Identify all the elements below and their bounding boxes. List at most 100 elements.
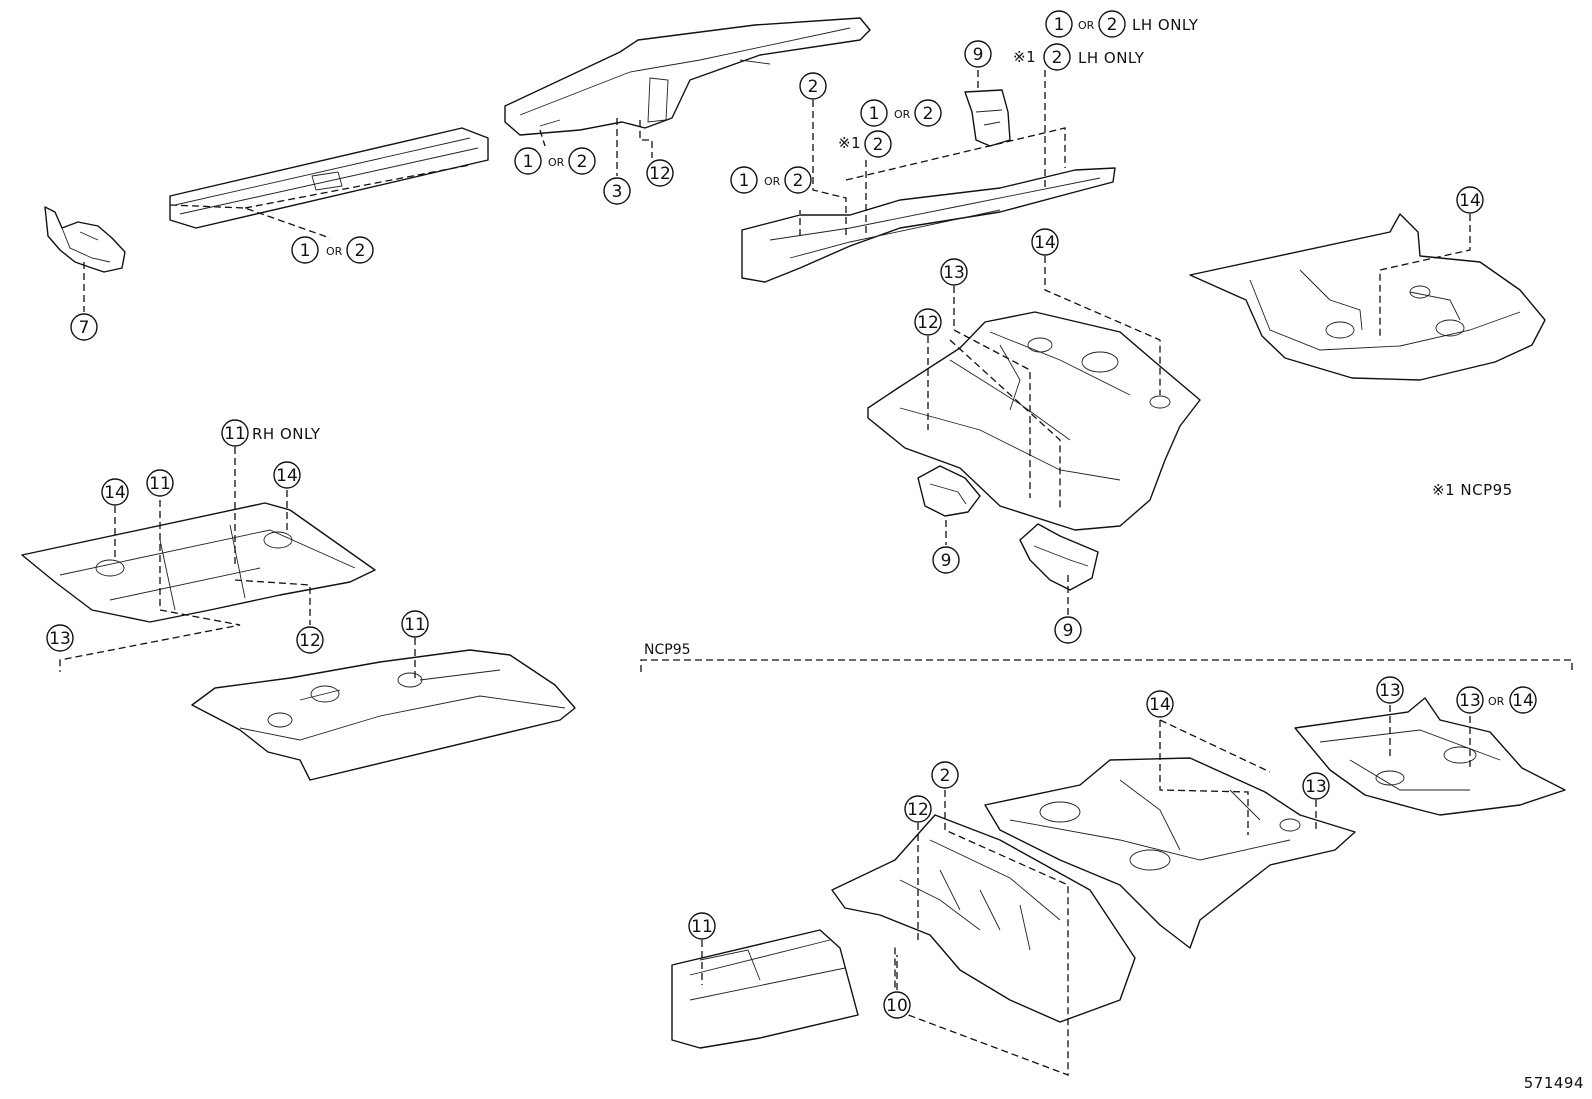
svg-text:1: 1 [523, 152, 534, 172]
diagram-id: 571494 [1524, 1074, 1584, 1092]
or-label: OR [326, 245, 343, 258]
callout-3: 3 [603, 177, 631, 205]
svg-text:1: 1 [300, 241, 311, 261]
note-ncp95: ※1 NCP95 [1432, 481, 1513, 499]
svg-text:2: 2 [793, 171, 804, 191]
svg-text:3: 3 [612, 182, 623, 202]
svg-text:14: 14 [276, 466, 298, 486]
svg-text:2: 2 [940, 766, 951, 786]
svg-text:2: 2 [577, 152, 588, 172]
callout-2: 2 [568, 147, 596, 175]
svg-text:9: 9 [941, 551, 952, 571]
callout-1: 1 [291, 236, 319, 264]
callout-9: 9 [964, 40, 992, 68]
svg-text:2: 2 [1052, 48, 1063, 68]
or-label: OR [894, 108, 911, 121]
callout-14: 14 [1146, 690, 1174, 718]
callout-13: 13 [1456, 686, 1484, 714]
callout-1: 1 [514, 147, 542, 175]
callout-14: 14 [1031, 228, 1059, 256]
callout-13: 13 [1376, 676, 1404, 704]
part-ncp95-rear-floor [1294, 697, 1566, 816]
part-front-floor-pan [21, 502, 376, 623]
svg-text:13: 13 [1379, 681, 1401, 701]
svg-text:2: 2 [808, 77, 819, 97]
or-label: OR [764, 175, 781, 188]
callout-2: 2 [1098, 10, 1126, 38]
callout-14: 14 [1456, 186, 1484, 214]
part-bracket-9-mid-b [1019, 523, 1099, 591]
callout-1: 1 [860, 99, 888, 127]
note-mark: ※1 [1013, 48, 1036, 66]
svg-text:12: 12 [917, 313, 939, 333]
rh-only-label: RH ONLY [252, 425, 321, 443]
svg-text:11: 11 [404, 615, 426, 635]
section-ncp95: NCP95 [644, 642, 691, 658]
svg-text:1: 1 [1054, 15, 1065, 35]
note-mark: ※1 [838, 134, 861, 152]
part-ncp95-center-floor [984, 757, 1356, 949]
callout-13: 13 [940, 258, 968, 286]
svg-text:13: 13 [49, 629, 71, 649]
svg-text:14: 14 [1459, 191, 1481, 211]
svg-text:14: 14 [1034, 233, 1056, 253]
svg-text:14: 14 [104, 483, 126, 503]
lh-only-label: LH ONLY [1132, 16, 1199, 34]
svg-text:2: 2 [923, 104, 934, 124]
svg-text:2: 2 [1107, 15, 1118, 35]
callout-14: 14 [101, 478, 129, 506]
part-rear-floor-pan [1189, 213, 1546, 381]
svg-text:13: 13 [1305, 777, 1327, 797]
lh-only-label: LH ONLY [1078, 49, 1145, 67]
callout-9: 9 [1054, 616, 1082, 644]
callout-2: 2 [784, 166, 812, 194]
callout-2: 2 [1043, 43, 1071, 71]
callout-11: 11 [221, 419, 249, 447]
callout-12: 12 [914, 308, 942, 336]
svg-text:1: 1 [739, 171, 750, 191]
part-ncp95-front-rail [671, 929, 859, 1049]
svg-text:11: 11 [691, 917, 713, 937]
callout-12: 12 [646, 159, 674, 187]
svg-text:9: 9 [973, 45, 984, 65]
callout-13: 13 [1302, 772, 1330, 800]
svg-text:2: 2 [873, 135, 884, 155]
callout-14: 14 [1509, 686, 1537, 714]
svg-text:7: 7 [79, 318, 90, 338]
or-label: OR [1078, 19, 1095, 32]
callout-1: 1 [1045, 10, 1073, 38]
or-label: OR [548, 156, 565, 169]
part-front-side-member [504, 17, 871, 136]
svg-text:14: 14 [1149, 695, 1171, 715]
svg-text:12: 12 [907, 800, 929, 820]
part-center-floor [867, 311, 1201, 531]
svg-text:2: 2 [355, 241, 366, 261]
callout-11: 11 [401, 610, 429, 638]
callout-7: 7 [70, 313, 98, 341]
svg-text:1: 1 [869, 104, 880, 124]
part-rocker-rail [169, 127, 489, 229]
callout-2: 2 [914, 99, 942, 127]
svg-text:14: 14 [1512, 691, 1534, 711]
svg-text:12: 12 [649, 164, 671, 184]
svg-text:12: 12 [299, 631, 321, 651]
callout-12: 12 [904, 795, 932, 823]
callout-9: 9 [932, 546, 960, 574]
part-bracket-9-top [964, 89, 1011, 147]
svg-text:10: 10 [886, 996, 908, 1016]
svg-text:11: 11 [224, 424, 246, 444]
callout-2: 2 [864, 130, 892, 158]
callout-2: 2 [799, 72, 827, 100]
callout-10: 10 [883, 991, 911, 1019]
callout-11: 11 [146, 469, 174, 497]
callout-14: 14 [273, 461, 301, 489]
callout-12: 12 [296, 626, 324, 654]
svg-text:13: 13 [1459, 691, 1481, 711]
part-floor-tunnel-left [191, 649, 576, 781]
callout-11: 11 [688, 912, 716, 940]
callout-13: 13 [46, 624, 74, 652]
callout-2: 2 [346, 236, 374, 264]
or-label: OR [1488, 695, 1505, 708]
part-bracket-7 [44, 206, 126, 273]
